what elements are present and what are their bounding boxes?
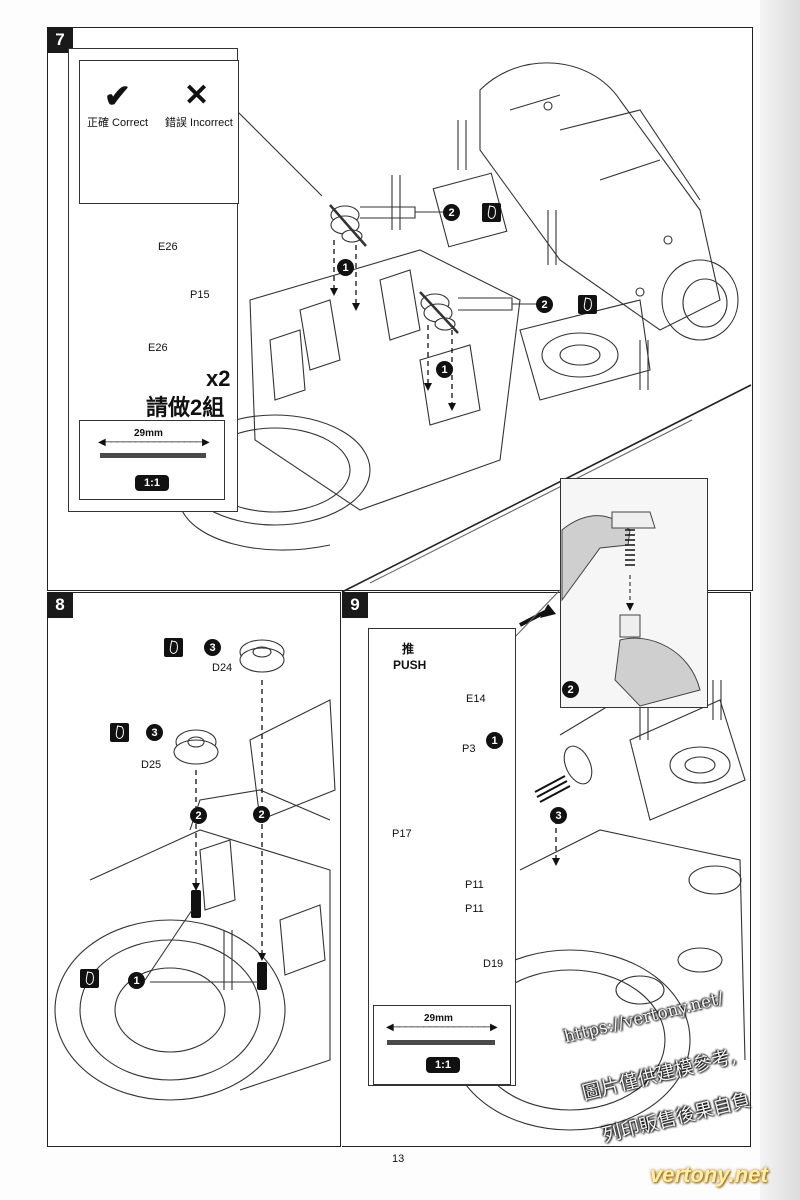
order-marker-2c: 2	[190, 807, 207, 824]
scale-bar-9	[387, 1040, 495, 1045]
part-label-e26-bottom: E26	[148, 342, 168, 354]
make-two-sets-label: 請做2組	[146, 395, 225, 420]
scale-badge-9: 1:1	[426, 1057, 460, 1073]
order-marker-3b: 3	[146, 724, 163, 741]
order-marker-2b: 2	[536, 296, 553, 313]
order-marker-2d: 2	[253, 806, 270, 823]
cement-icon-8c	[80, 969, 99, 988]
step-8-badge: 8	[47, 592, 73, 618]
dimension-label-7: 29mm	[134, 428, 163, 439]
order-marker-3a: 3	[204, 639, 221, 656]
ring-housing-8	[54, 919, 286, 1101]
correct-incorrect-box	[79, 60, 239, 204]
step-9-badge: 9	[342, 592, 368, 618]
order-marker-2e: 2	[562, 681, 579, 698]
hand-bottom	[614, 637, 701, 707]
part-label-d25: D25	[141, 759, 162, 771]
gear-shaft-assembly-7a	[329, 204, 367, 247]
part-label-e14: E14	[466, 693, 486, 705]
part-label-p11-top: P11	[465, 879, 484, 891]
cement-icon-8b	[110, 723, 129, 742]
cement-icon-8a	[164, 638, 183, 657]
check-icon: ✔	[104, 78, 131, 114]
order-marker-1d: 1	[486, 732, 503, 749]
worm-shaft-gear	[534, 745, 593, 803]
scale-badge-7: 1:1	[135, 475, 169, 491]
watermark-site: vertony.net	[650, 1162, 768, 1187]
gear-d24	[239, 639, 285, 673]
part-label-e26-top: E26	[158, 241, 178, 253]
order-marker-3c: 3	[550, 807, 567, 824]
part-label-p11-bottom: P11	[465, 903, 484, 915]
order-marker-1c: 1	[128, 972, 145, 989]
push-label: PUSH	[393, 658, 427, 672]
cement-icon-7b	[578, 295, 597, 314]
page-number: 13	[392, 1153, 405, 1165]
scan-edge	[760, 0, 800, 1200]
part-label-d24: D24	[212, 662, 233, 674]
gear-d25	[173, 729, 219, 765]
dimension-arrow-9: ◀────────────────▶	[386, 1022, 498, 1033]
order-marker-1b: 1	[436, 361, 453, 378]
step-8-panel	[47, 592, 341, 1147]
cement-icon-7a	[482, 203, 501, 222]
scale-bar-7	[100, 453, 206, 458]
part-label-p15: P15	[190, 289, 210, 301]
correct-label: 正確 Correct	[87, 117, 149, 129]
part-label-p3: P3	[462, 743, 476, 755]
hand-top	[561, 515, 631, 602]
cross-icon: ✕	[184, 79, 210, 112]
dimension-label-9: 29mm	[424, 1013, 453, 1024]
part-label-d19: D19	[483, 958, 504, 970]
gear-shaft-assembly-7b	[419, 291, 459, 334]
incorrect-label: 錯誤 Incorrect	[165, 117, 233, 129]
order-marker-2a: 2	[443, 204, 460, 221]
part-label-p17: P17	[392, 828, 412, 840]
quantity-label: x2	[206, 366, 231, 391]
order-marker-1a: 1	[337, 259, 354, 276]
push-label-cn: 推	[402, 642, 415, 656]
dimension-arrow-7: ◀────────────────▶	[98, 437, 210, 448]
